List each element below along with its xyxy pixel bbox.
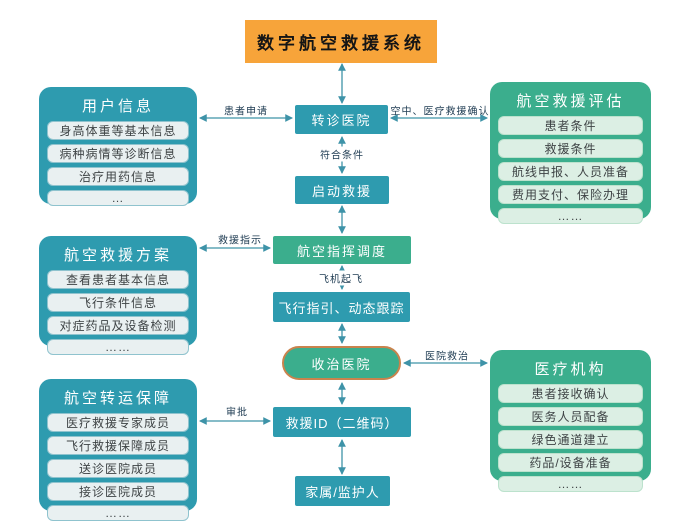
panel-rescue-assessment: 航空救援评估 患者条件 救援条件 航线申报、人员准备 费用支付、保险办理 …… <box>490 82 651 224</box>
list-item: 航线申报、人员准备 <box>498 162 643 181</box>
panel-rescue-plan: 航空救援方案 查看患者基本信息 飞行条件信息 对症药品及设备检测 …… <box>39 236 197 355</box>
panel-medical-institution-header: 医疗机构 <box>534 361 607 378</box>
list-item: 费用支付、保险办理 <box>498 185 643 204</box>
list-item: 绿色通道建立 <box>498 430 643 449</box>
system-title: 数字航空救援系统 <box>245 20 437 63</box>
list-item: 治疗用药信息 <box>47 167 189 186</box>
panel-rescue-plan-header: 航空救援方案 <box>63 247 172 264</box>
node-flight-guidance: 飞行指引、动态跟踪 <box>273 292 410 322</box>
panel-rescue-plan-items: 查看患者基本信息 飞行条件信息 对症药品及设备检测 …… <box>47 270 189 355</box>
list-item: 医务人员配备 <box>498 407 643 426</box>
list-item: 查看患者基本信息 <box>47 270 189 289</box>
edge-label-hospital-treatment: 医院救治 <box>425 351 469 363</box>
edge-label-air-medical-confirm: 空中、医疗救援确认 <box>390 106 490 118</box>
edge-label-approval: 审批 <box>226 407 248 419</box>
list-item: 对症药品及设备检测 <box>47 316 189 335</box>
edge-label-patient-apply: 患者申请 <box>224 106 268 118</box>
list-item: 飞行条件信息 <box>47 293 189 312</box>
panel-transport-support-header: 航空转运保障 <box>63 390 172 407</box>
panel-transport-support: 航空转运保障 医疗救援专家成员 飞行救援保障成员 送诊医院成员 接诊医院成员 …… <box>39 379 197 521</box>
list-item: 救援条件 <box>498 139 643 158</box>
edge-label-aircraft-takeoff: 飞机起飞 <box>317 270 365 286</box>
list-item: …… <box>498 476 643 492</box>
list-item: 患者条件 <box>498 116 643 135</box>
node-start-rescue: 启动救援 <box>295 176 389 204</box>
node-admitting-hospital: 收治医院 <box>282 346 401 380</box>
edge-label-meets-conditions: 符合条件 <box>318 146 366 162</box>
list-item: … <box>47 190 189 206</box>
panel-transport-support-items: 医疗救援专家成员 飞行救援保障成员 送诊医院成员 接诊医院成员 …… <box>47 413 189 521</box>
panel-medical-institution: 医疗机构 患者接收确认 医务人员配备 绿色通道建立 药品/设备准备 …… <box>490 350 651 492</box>
panel-rescue-assessment-items: 患者条件 救援条件 航线申报、人员准备 费用支付、保险办理 …… <box>498 116 643 224</box>
panel-rescue-assessment-header: 航空救援评估 <box>516 93 625 110</box>
list-item: 患者接收确认 <box>498 384 643 403</box>
list-item: 飞行救援保障成员 <box>47 436 189 455</box>
panel-user-info: 用户信息 身高体重等基本信息 病种病情等诊断信息 治疗用药信息 … <box>39 87 197 206</box>
list-item: 送诊医院成员 <box>47 459 189 478</box>
edge-label-rescue-instruction: 救援指示 <box>218 235 262 247</box>
panel-user-info-items: 身高体重等基本信息 病种病情等诊断信息 治疗用药信息 … <box>47 121 189 206</box>
panel-medical-institution-items: 患者接收确认 医务人员配备 绿色通道建立 药品/设备准备 …… <box>498 384 643 492</box>
list-item: 医疗救援专家成员 <box>47 413 189 432</box>
node-family-guardian: 家属/监护人 <box>295 476 390 506</box>
panel-user-info-header: 用户信息 <box>81 98 154 115</box>
list-item: 病种病情等诊断信息 <box>47 144 189 163</box>
node-rescue-id: 救援ID（二维码） <box>273 407 411 437</box>
list-item: …… <box>498 208 643 224</box>
list-item: …… <box>47 505 189 521</box>
list-item: …… <box>47 339 189 355</box>
node-referral-hospital: 转诊医院 <box>295 105 388 134</box>
list-item: 接诊医院成员 <box>47 482 189 501</box>
node-aviation-dispatch: 航空指挥调度 <box>273 236 411 264</box>
list-item: 药品/设备准备 <box>498 453 643 472</box>
list-item: 身高体重等基本信息 <box>47 121 189 140</box>
